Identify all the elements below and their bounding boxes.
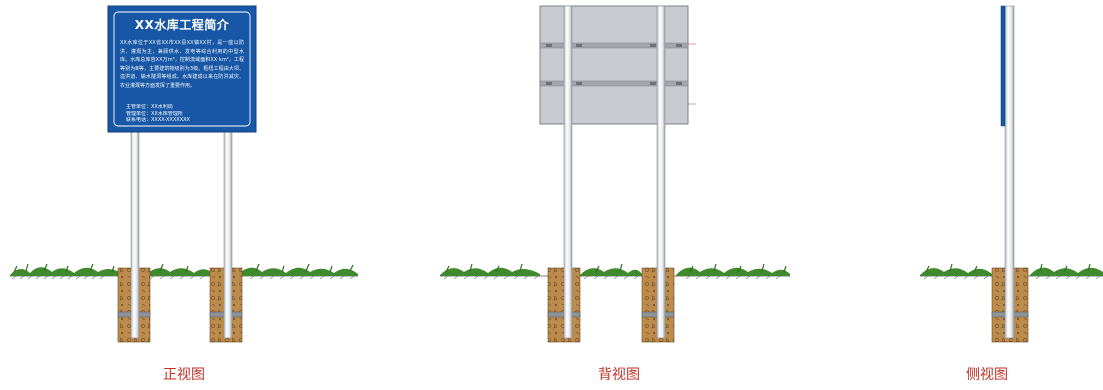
back-view — [440, 5, 790, 343]
sign-footer-line: 管理单位：XX水库管理所 — [126, 110, 183, 117]
sign-panel-side — [1000, 5, 1006, 127]
ground-line — [440, 275, 790, 280]
right-pole — [656, 5, 666, 339]
sign-footer: 主管单位：XX水利局 管理单位：XX水库管理所 联系电话：XXXX-XXXXXX… — [120, 104, 244, 124]
sign-footer-line: 联系电话：XXXX-XXXXXXX — [126, 117, 190, 123]
front-view — [10, 5, 358, 343]
sign-text-block: XX水库工程简介 XX水库位于XX省XX市XX县XX镇XX村，是一座以防洪、灌溉… — [108, 6, 256, 132]
left-pole — [130, 127, 140, 339]
right-pole — [223, 127, 233, 339]
sign-panel-back — [539, 5, 696, 125]
sign-panel-front — [107, 5, 257, 133]
grass-strip — [440, 263, 790, 276]
left-pole — [563, 5, 573, 339]
caption-side-view: 侧视图 — [966, 367, 1008, 383]
caption-back-view: 背视图 — [598, 367, 640, 383]
sign-footer-line: 主管单位：XX水利局 — [126, 104, 173, 110]
caption-front-view: 正视图 — [163, 367, 205, 383]
side-view — [920, 5, 1103, 343]
grass-strip — [920, 263, 1103, 276]
pole — [1004, 5, 1015, 339]
sign-body: XX水库位于XX省XX市XX县XX镇XX村，是一座以防洪、灌溉为主，兼顾供水、发… — [120, 40, 244, 89]
grass-strip — [10, 263, 358, 276]
sign-title: XX水库工程简介 — [134, 18, 230, 32]
ground-line — [10, 275, 358, 280]
